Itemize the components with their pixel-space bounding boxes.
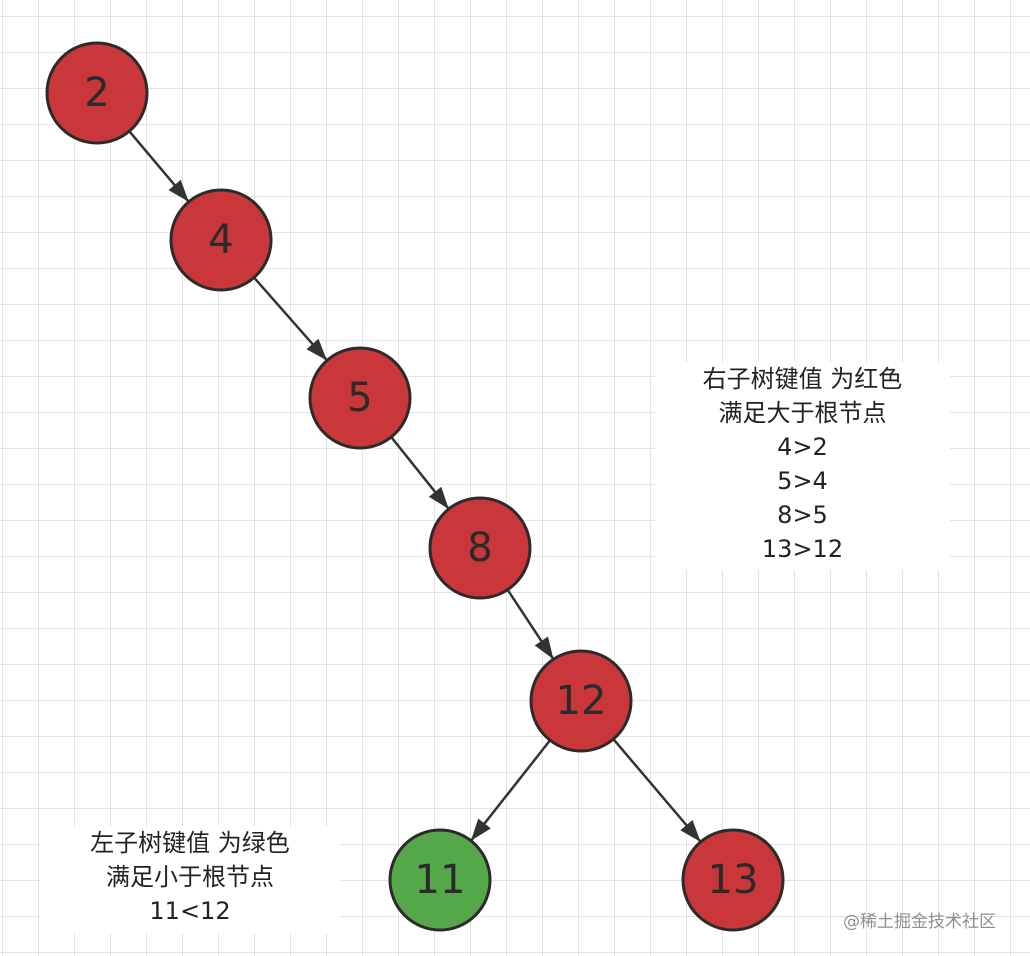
edge-n4-n5 <box>253 276 328 361</box>
node-circle <box>428 496 532 600</box>
tree-node-8: 8 <box>428 496 532 600</box>
right-subtree-note: 右子树键值 为红色 满足大于根节点 4>2 5>4 8>5 13>12 <box>655 362 950 570</box>
tree-node-4: 4 <box>169 188 273 292</box>
edge-n12-n13 <box>612 738 701 842</box>
node-label: 12 <box>556 678 607 724</box>
edge-n5-n8 <box>390 436 450 509</box>
note-line: 左子树键值 为绿色 <box>90 829 290 857</box>
watermark: @稀土掘金技术社区 <box>843 912 996 932</box>
note-line: 右子树键值 为红色 <box>702 365 903 393</box>
edge-n12-n11 <box>470 739 552 841</box>
tree-node-12: 12 <box>529 649 633 753</box>
note-line: 5>4 <box>777 467 828 495</box>
node-circle <box>681 828 785 932</box>
node-circle <box>45 41 149 145</box>
node-label: 4 <box>208 217 233 263</box>
nodes-layer: 2 4 5 8 12 11 13 <box>45 41 785 932</box>
tree-node-13: 13 <box>681 828 785 932</box>
left-subtree-note: 左子树键值 为绿色 满足小于根节点 11<12 <box>40 826 340 934</box>
tree-node-2: 2 <box>45 41 149 145</box>
node-circle <box>308 346 412 450</box>
node-label: 8 <box>467 525 492 571</box>
node-circle <box>169 188 273 292</box>
note-line: 13>12 <box>761 535 844 563</box>
edges-layer <box>128 130 701 842</box>
note-line: 11<12 <box>149 897 231 925</box>
note-line: 满足大于根节点 <box>718 399 887 427</box>
note-line: 满足小于根节点 <box>106 863 274 891</box>
node-label: 2 <box>84 70 109 116</box>
node-label: 11 <box>415 857 466 903</box>
tree-node-11: 11 <box>388 828 492 932</box>
edge-n2-n4 <box>128 130 190 202</box>
note-line: 4>2 <box>777 433 828 461</box>
node-label: 5 <box>347 375 372 421</box>
tree-node-5: 5 <box>308 346 412 450</box>
note-line: 8>5 <box>777 501 828 529</box>
node-circle <box>388 828 492 932</box>
edge-n8-n12 <box>506 589 554 660</box>
node-label: 13 <box>708 857 759 903</box>
node-circle <box>529 649 633 753</box>
